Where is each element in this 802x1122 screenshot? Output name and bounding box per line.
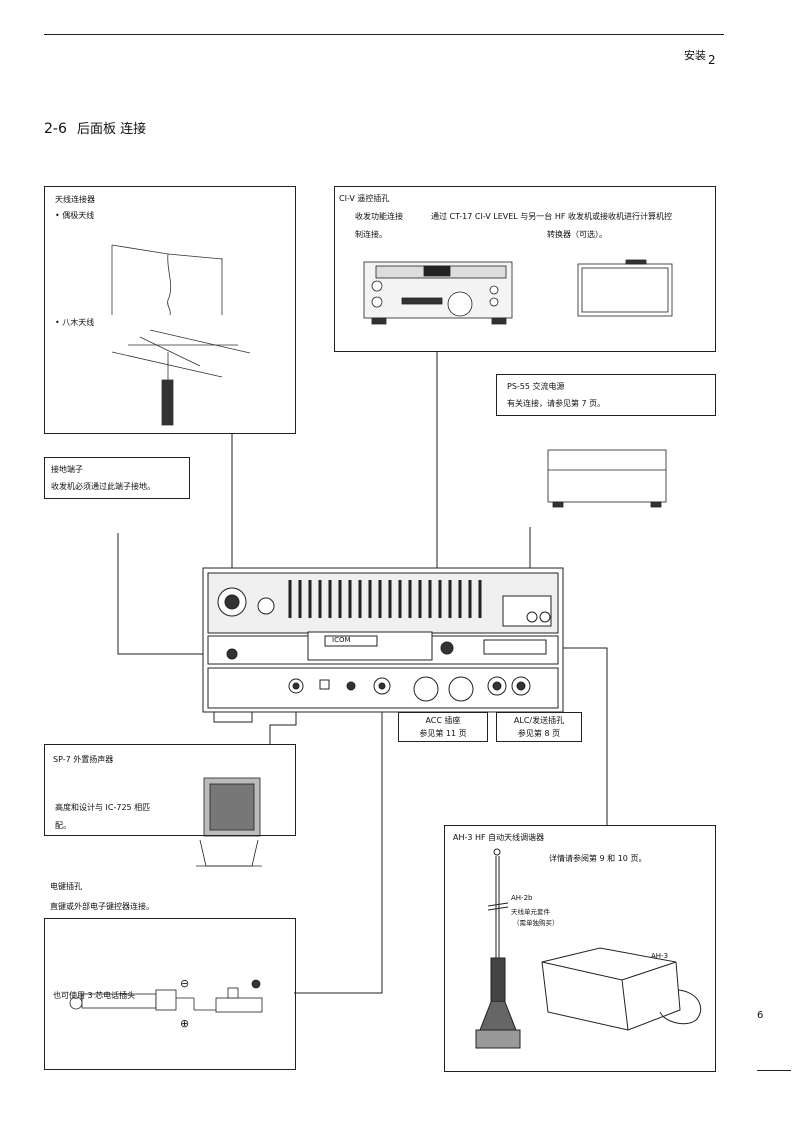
ah2b-desc-1: 天线单元套件 [511,908,550,916]
speaker-drawing [196,777,262,867]
section-title: 后面板 连接 [77,122,147,137]
ah2b-desc-2: （需单独购买） [513,919,559,927]
civ-line1-b: 通过 CT-17 CI-V LEVEL 与另一台 HF 收发机或接收机进行计算机… [431,212,673,221]
antenna-title: 天线连接器 [55,195,95,204]
ah3-ref: 详情请参阅第 9 和 10 页。 [549,854,647,863]
civ-title: CI-V 遥控插孔 [339,194,390,203]
chapter-title: 安装 [684,49,706,62]
civ-remote-box: CI-V 遥控插孔 收发功能连接 通过 CT-17 CI-V LEVEL 与另一… [334,186,716,352]
panel-brand: ICOM [332,636,351,644]
rear-panel-drawing [202,567,564,723]
ah3-tuner-box: AH-3 HF 自动天线调谐器 详情请参阅第 9 和 10 页。 AH-2b 天… [444,825,716,1072]
civ-line2-a: 制连接。 [355,230,387,239]
acc-socket-box: ACC 插座 参见第 11 页 [398,712,488,742]
ah3-unit-label: AH-3 [651,952,669,960]
alc-jack-box: ALC/发送插孔 参见第 8 页 [496,712,582,742]
plus-icon: ⊕ [180,1017,190,1030]
alc-ref: 参见第 8 页 [517,729,561,738]
bottom-rule [757,1070,791,1071]
transceiver-drawing [363,261,513,325]
key-desc: 直键或外部电子键控器连接。 [50,902,154,911]
section-heading: 2-6 后面板 连接 [44,118,146,137]
civ-line1-a: 收发功能连接 [355,212,403,221]
key-title: 电键插孔 [50,882,82,891]
key-box: 也可使用 3 芯电话插头 ⊖ ⊕ [44,918,296,1070]
whip-antenna-drawing [475,848,521,1049]
ps55-title: PS-55 交流电源 [507,382,565,391]
ground-title: 接地端子 [51,465,83,474]
top-rule [44,34,724,35]
key-plug-note: 也可使用 3 芯电话插头 [53,991,136,1000]
acc-ref: 参见第 11 页 [419,729,467,738]
alc-title: ALC/发送插孔 [513,716,565,725]
tuner-drawing [541,947,701,1031]
yagi-label: • 八木天线 [55,318,95,327]
antenna-connector-box: 天线连接器 • 偶极天线 • 八木天线 [44,186,296,434]
civ-line2-b: 转换器（可选）。 [547,230,607,239]
ps55-box: PS-55 交流电源 有关连接，请参见第 7 页。 [496,374,716,416]
dipole-label: • 偶极天线 [55,211,95,220]
key-drawing [69,979,263,1013]
sp7-speaker-box: SP-7 外置扬声器 高度和设计与 IC-725 相匹 配。 [44,744,296,836]
section-number: 2-6 [44,121,67,137]
ground-terminal-box: 接地端子 收发机必须通过此端子接地。 [44,457,190,499]
sp7-desc-2: 配。 [55,821,71,830]
page-number: 6 [757,1010,764,1021]
power-supply-drawing [547,449,667,508]
minus-icon: ⊖ [180,977,190,990]
ah3-title: AH-3 HF 自动天线调谐器 [453,833,545,842]
yagi-antenna-drawing [111,329,251,426]
ground-desc: 收发机必须通过此端子接地。 [51,482,155,491]
sp7-desc-1: 高度和设计与 IC-725 相匹 [55,803,151,812]
chapter-number: 2 [708,53,716,67]
ah2b-label: AH-2b [511,894,533,902]
acc-title: ACC 插座 [425,716,461,725]
dipole-antenna-drawing [111,244,223,316]
ps55-desc: 有关连接，请参见第 7 页。 [507,399,606,408]
sp7-title: SP-7 外置扬声器 [53,755,114,764]
converter-drawing [577,259,673,317]
